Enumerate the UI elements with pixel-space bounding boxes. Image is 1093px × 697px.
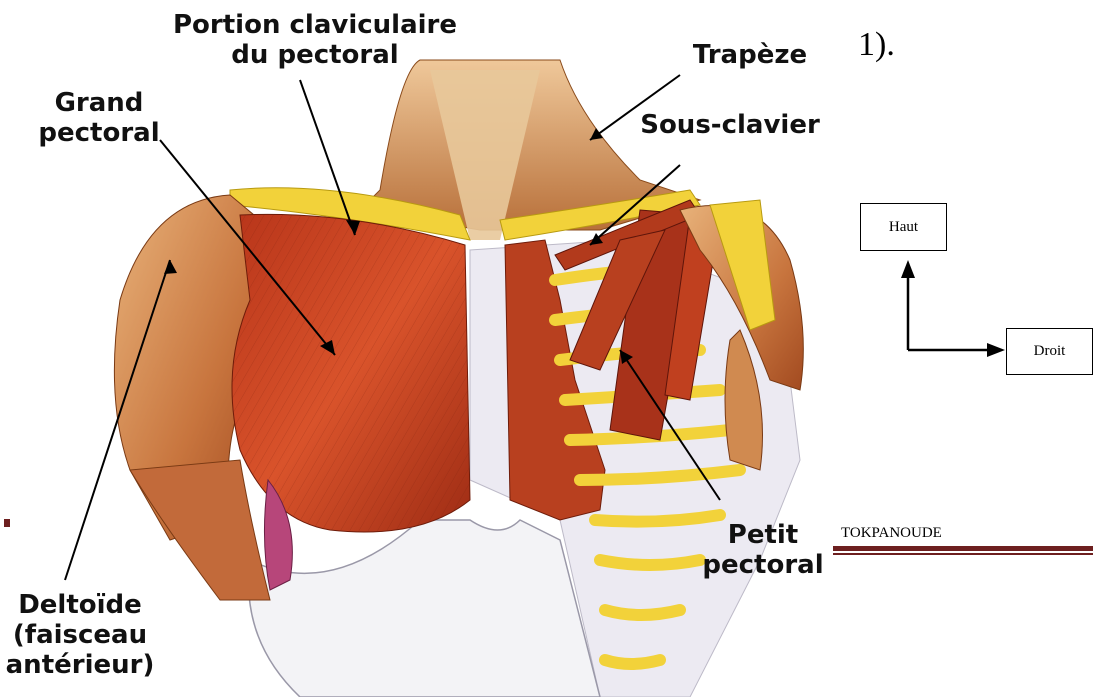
footer-rule-thick xyxy=(833,546,1093,551)
orientation-axes xyxy=(895,250,1005,360)
lower-torso-outline xyxy=(249,520,600,697)
footer-bullet xyxy=(4,519,10,527)
label-deltoide: Deltoïde (faisceau antérieur) xyxy=(0,590,160,680)
footer-author: TOKPANOUDE xyxy=(841,525,942,542)
left-upper-arm xyxy=(130,460,270,600)
label-trapeze: Trapèze xyxy=(680,40,820,70)
label-portion-claviculaire: Portion claviculaire du pectoral xyxy=(145,10,485,70)
arrow-up-icon xyxy=(901,260,915,278)
orientation-box-haut: Haut xyxy=(860,203,947,251)
heading-fragment: 1). xyxy=(858,26,895,64)
footer-rule-thin xyxy=(833,553,1093,555)
orientation-box-droit: Droit xyxy=(1006,328,1093,375)
arrow-right-icon xyxy=(987,343,1005,357)
label-petit-pectoral: Petit pectoral xyxy=(693,520,833,580)
label-grand-pectoral: Grand pectoral xyxy=(14,88,184,148)
label-sous-clavier: Sous-clavier xyxy=(625,110,835,140)
